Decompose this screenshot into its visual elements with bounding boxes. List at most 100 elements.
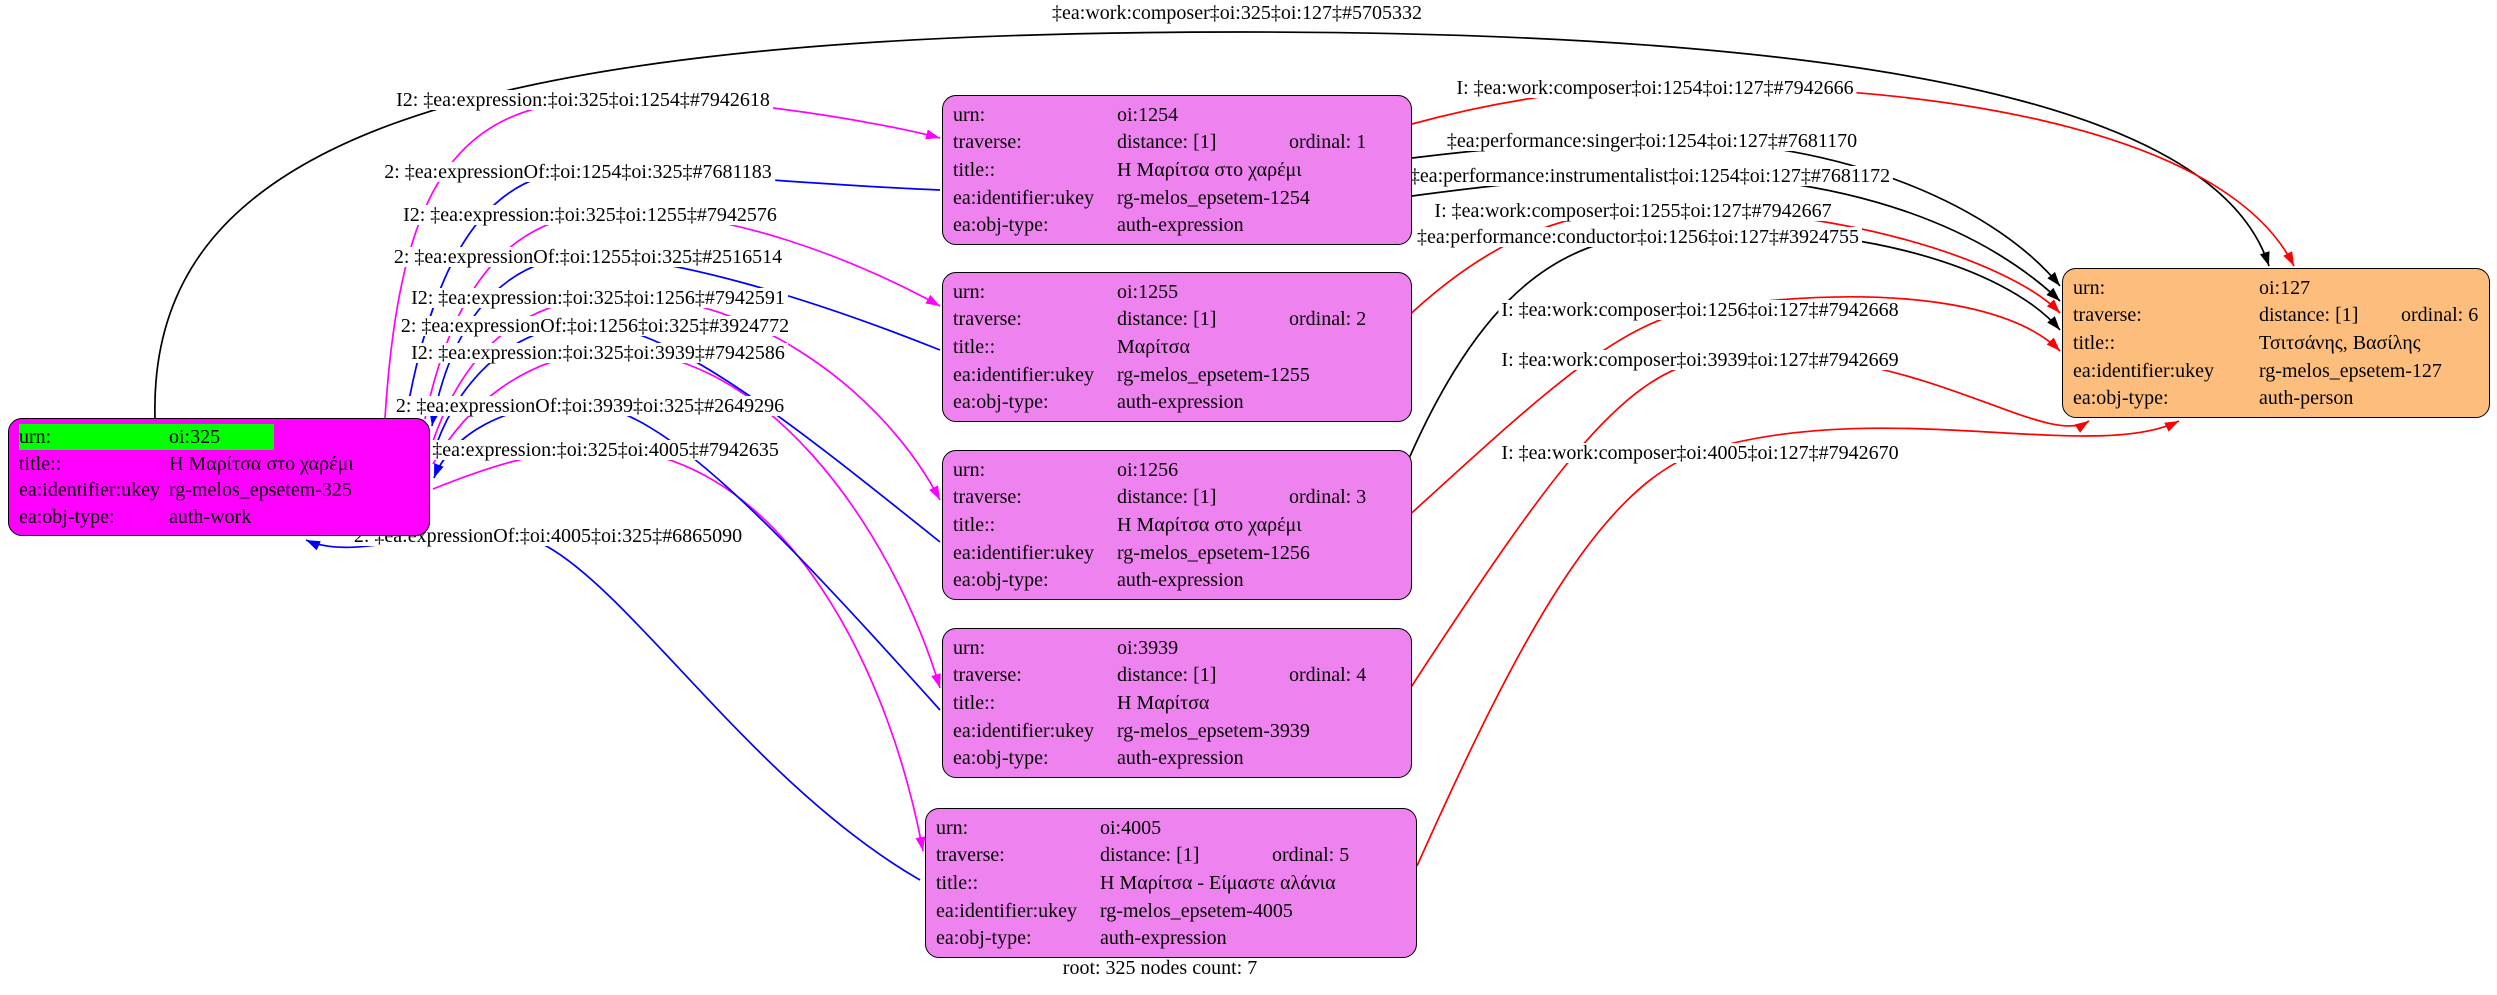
- edge-composer-4005-127: [1416, 420, 2180, 867]
- field-title-value: Η Μαρίτσα στο χαρέμι: [169, 452, 354, 475]
- field-title-value: Η Μαρίτσα: [1117, 692, 1210, 714]
- field-traverse-key: traverse:: [953, 664, 1022, 687]
- field-title-key: title::: [953, 159, 996, 181]
- field-ordinal-value: ordinal: 1: [1289, 131, 1367, 154]
- field-title-value: Η Μαρίτσα - Είμαστε αλάνια: [1100, 872, 1336, 894]
- field-objtype: ea:obj-type: auth-expression: [953, 388, 1405, 416]
- edge-composer-1256-127: [1403, 296, 2061, 521]
- field-objtype-value: auth-expression: [1117, 569, 1244, 592]
- field-ordinal-value: ordinal: 6: [2401, 304, 2479, 327]
- node-expression-oi1254[interactable]: urn: oi:1254 traverse: distance: [1] ord…: [942, 95, 1412, 245]
- field-objtype: ea:obj-type: auth-expression: [953, 744, 1405, 772]
- field-urn-value: oi:4005: [1100, 816, 1162, 839]
- field-objtype-value: auth-work: [169, 505, 252, 528]
- field-urn-key: urn:: [953, 636, 986, 659]
- edge-label-expressionof-1255: 2: ‡ea:expressionOf:‡oi:1255‡oi:325‡#251…: [390, 247, 786, 267]
- field-urn-key: urn:: [953, 458, 986, 481]
- field-urn-key: urn:: [953, 103, 986, 126]
- edge-expressionof-4005-325: [305, 530, 921, 881]
- field-identifier-value: rg-melos_epsetem-1256: [1117, 541, 1310, 564]
- field-identifier-value: rg-melos_epsetem-1254: [1117, 186, 1310, 209]
- field-urn: urn: oi:3939: [953, 634, 1405, 662]
- field-traverse: traverse: distance: [1] ordinal: 5: [936, 842, 1410, 870]
- edge-composer-325-127: [154, 31, 2270, 419]
- field-objtype-value: auth-expression: [1100, 927, 1227, 950]
- edge-label-composer-3939: I: ‡ea:work:composer‡oi:3939‡oi:127‡#794…: [1498, 350, 1902, 370]
- field-title-key: title::: [953, 336, 996, 358]
- field-objtype-value: auth-expression: [1117, 214, 1244, 237]
- field-identifier-key: ea:identifier:ukey: [953, 541, 1095, 564]
- field-objtype-value: auth-expression: [1117, 391, 1244, 414]
- field-urn-value: oi:3939: [1117, 636, 1179, 659]
- field-objtype-key: ea:obj-type:: [953, 747, 1049, 770]
- field-objtype: ea:obj-type: auth-expression: [953, 211, 1405, 239]
- field-urn: urn: oi:1255: [953, 278, 1405, 306]
- field-distance-value: distance: [1]: [1117, 486, 1217, 509]
- node-expression-oi1256[interactable]: urn: oi:1256 traverse: distance: [1] ord…: [942, 450, 1412, 600]
- edge-label-composer-325-127: ‡ea:work:composer‡oi:325‡oi:127‡#5705332: [1049, 3, 1425, 23]
- field-urn-key: urn:: [19, 424, 169, 451]
- field-traverse: traverse: distance: [1] ordinal: 1: [953, 129, 1405, 157]
- field-identifier-value: rg-melos_epsetem-325: [169, 479, 352, 502]
- field-traverse-key: traverse:: [936, 844, 1005, 867]
- field-distance-value: distance: [1]: [2259, 304, 2359, 327]
- edge-label-expression-1256: I2: ‡ea:expression:‡oi:325‡oi:1256‡#7942…: [408, 288, 788, 308]
- field-urn-value: oi:1255: [1117, 280, 1179, 303]
- edge-label-expression-1255: I2: ‡ea:expression:‡oi:325‡oi:1255‡#7942…: [400, 205, 780, 225]
- field-distance-value: distance: [1]: [1117, 664, 1217, 687]
- field-objtype: ea:obj-type: auth-expression: [953, 566, 1405, 594]
- field-urn-key: urn:: [2073, 276, 2106, 299]
- field-objtype-key: ea:obj-type:: [953, 214, 1049, 237]
- field-traverse-key: traverse:: [953, 486, 1022, 509]
- field-objtype-key: ea:obj-type:: [953, 391, 1049, 414]
- field-objtype-key: ea:obj-type:: [953, 569, 1049, 592]
- field-identifier-key: ea:identifier:ukey: [953, 719, 1095, 742]
- field-title: title:: Η Μαρίτσα: [953, 689, 1405, 717]
- edge-label-conductor-1256: ‡ea:performance:conductor‡oi:1256‡oi:127…: [1413, 227, 1863, 247]
- field-objtype-key: ea:obj-type:: [936, 927, 1032, 950]
- node-expression-oi3939[interactable]: urn: oi:3939 traverse: distance: [1] ord…: [942, 628, 1412, 778]
- field-title-key: title::: [936, 872, 979, 894]
- field-traverse-key: traverse:: [953, 308, 1022, 331]
- edge-label-expressionof-1256: 2: ‡ea:expressionOf:‡oi:1256‡oi:325‡#392…: [397, 316, 793, 336]
- field-identifier-key: ea:identifier:ukey: [2073, 359, 2215, 382]
- field-title: title:: Η Μαρίτσα στο χαρέμι: [19, 451, 423, 478]
- field-urn-value: oi:1254: [1117, 103, 1179, 126]
- field-title-value: Μαρίτσα: [1117, 336, 1190, 358]
- edge-label-expressionof-1254: 2: ‡ea:expressionOf:‡oi:1254‡oi:325‡#768…: [381, 162, 775, 182]
- field-identifier-key: ea:identifier:ukey: [936, 899, 1078, 922]
- field-distance-value: distance: [1]: [1117, 308, 1217, 331]
- field-objtype: ea:obj-type: auth-work: [19, 504, 423, 531]
- edge-label-expression-4005: I2: ‡ea:expression:‡oi:325‡oi:4005‡#7942…: [402, 440, 782, 460]
- edge-label-composer-1256: I: ‡ea:work:composer‡oi:1256‡oi:127‡#794…: [1498, 300, 1902, 320]
- node-person-oi127[interactable]: urn: oi:127 traverse: distance: [1] ordi…: [2062, 268, 2490, 418]
- node-work-oi325[interactable]: urn: oi:325 title:: Η Μαρίτσα στο χαρέμι…: [8, 418, 430, 536]
- field-title: title:: Η Μαρίτσα στο χαρέμι: [953, 511, 1405, 539]
- field-identifier: ea:identifier:ukey rg-melos_epsetem-3939: [953, 717, 1405, 745]
- field-ordinal-value: ordinal: 4: [1289, 664, 1367, 687]
- field-title: title:: Μαρίτσα: [953, 333, 1405, 361]
- edge-label-composer-4005: I: ‡ea:work:composer‡oi:4005‡oi:127‡#794…: [1498, 443, 1902, 463]
- field-title-value: Η Μαρίτσα στο χαρέμι: [1117, 514, 1302, 536]
- field-traverse: traverse: distance: [1] ordinal: 2: [953, 306, 1405, 334]
- edge-label-composer-1254: I: ‡ea:work:composer‡oi:1254‡oi:127‡#794…: [1453, 78, 1857, 98]
- field-urn-key: urn:: [953, 280, 986, 303]
- field-identifier: ea:identifier:ukey rg-melos_epsetem-1254: [953, 184, 1405, 212]
- node-expression-oi1255[interactable]: urn: oi:1255 traverse: distance: [1] ord…: [942, 272, 1412, 422]
- edge-label-expression-1254: I2: ‡ea:expression:‡oi:325‡oi:1254‡#7942…: [393, 90, 773, 110]
- node-expression-oi4005[interactable]: urn: oi:4005 traverse: distance: [1] ord…: [925, 808, 1417, 958]
- edge-label-instrumentalist-1254: ‡ea:performance:instrumentalist‡oi:1254‡…: [1406, 166, 1894, 186]
- field-urn-value: oi:127: [2259, 276, 2311, 299]
- field-objtype-value: auth-person: [2259, 387, 2354, 410]
- field-traverse: traverse: distance: [1] ordinal: 4: [953, 662, 1405, 690]
- field-title-key: title::: [2073, 332, 2116, 354]
- edge-label-expressionof-4005: 2: ‡ea:expressionOf:‡oi:4005‡oi:325‡#686…: [350, 526, 746, 546]
- field-objtype: ea:obj-type: auth-expression: [936, 924, 1410, 952]
- edge-label-composer-1255: I: ‡ea:work:composer‡oi:1255‡oi:127‡#794…: [1431, 201, 1835, 221]
- field-traverse-key: traverse:: [2073, 304, 2142, 327]
- field-objtype-key: ea:obj-type:: [19, 505, 115, 528]
- field-identifier-value: rg-melos_epsetem-4005: [1100, 899, 1293, 922]
- field-distance-value: distance: [1]: [1100, 844, 1200, 867]
- field-traverse: traverse: distance: [1] ordinal: 6: [2073, 302, 2483, 330]
- field-title: title:: Η Μαρίτσα στο χαρέμι: [953, 156, 1405, 184]
